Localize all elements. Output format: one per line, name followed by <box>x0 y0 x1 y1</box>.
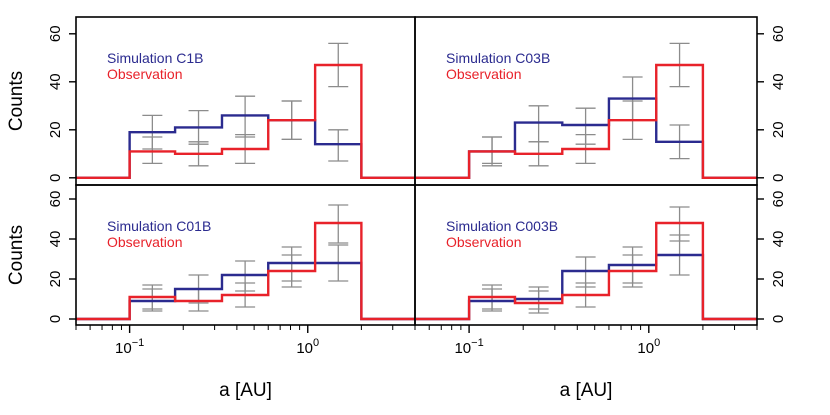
y-tick-label: 20 <box>47 121 64 138</box>
y-tick-label: 0 <box>770 174 787 182</box>
y-tick-label: 40 <box>770 73 787 90</box>
y-tick-label: 20 <box>770 121 787 138</box>
x-tick-label: 100 <box>637 337 660 357</box>
y-tick-label: 0 <box>47 315 64 323</box>
x-tick-label: 10−1 <box>454 337 483 357</box>
x-axis-title-right: a [AU] <box>560 380 613 401</box>
observation-histogram <box>415 221 757 321</box>
panels-layer: Simulation C1BObservation0204060Simulati… <box>47 16 787 357</box>
y-tick-label: 0 <box>770 315 787 323</box>
y-tick-label: 20 <box>47 271 64 288</box>
y-tick-label: 60 <box>47 25 64 42</box>
y-tick-label: 60 <box>47 191 64 208</box>
y-tick-label: 60 <box>770 25 787 42</box>
x-axis-title-left: a [AU] <box>219 380 272 401</box>
legend-simulation: Simulation C01B <box>107 218 211 234</box>
legend-observation: Observation <box>107 234 182 250</box>
y-axis-title-top: Counts <box>6 71 27 131</box>
y-tick-label: 40 <box>770 231 787 248</box>
legend-simulation: Simulation C1B <box>107 50 204 66</box>
y-axis-title-bottom: Counts <box>6 225 27 285</box>
observation-histogram <box>76 63 415 179</box>
x-tick-label: 10−1 <box>115 337 144 357</box>
observation-histogram <box>76 221 415 321</box>
x-tick-label: 100 <box>296 337 319 357</box>
sim-errorbar <box>528 105 549 143</box>
legend-observation: Observation <box>446 66 521 82</box>
simulation-histogram <box>76 114 415 179</box>
legend-observation: Observation <box>107 66 182 82</box>
observation-histogram <box>415 63 757 179</box>
y-tick-label: 0 <box>47 174 64 182</box>
legend-observation: Observation <box>446 234 521 250</box>
y-tick-label: 20 <box>770 271 787 288</box>
legend-simulation: Simulation C003B <box>446 218 558 234</box>
y-tick-label: 60 <box>770 191 787 208</box>
simulation-histogram <box>415 253 757 321</box>
panel-frame <box>414 184 758 326</box>
legend-simulation: Simulation C03B <box>446 50 550 66</box>
y-tick-label: 40 <box>47 231 64 248</box>
y-tick-label: 40 <box>47 73 64 90</box>
